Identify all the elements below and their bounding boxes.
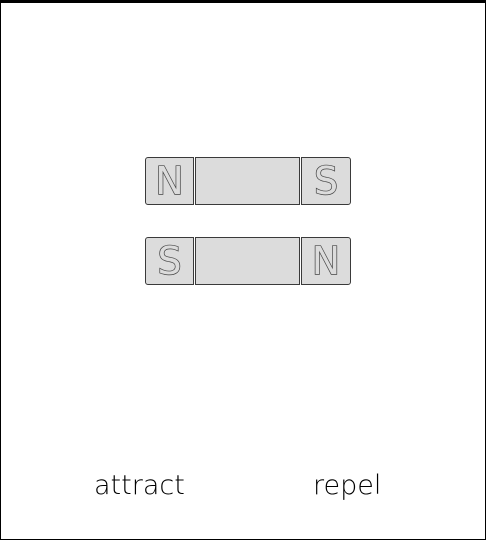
magnet-bottom: S N bbox=[145, 237, 351, 285]
repel-label: repel bbox=[313, 466, 381, 506]
magnet-top: N S bbox=[145, 157, 351, 205]
magnet-top-left-pole: N bbox=[145, 157, 194, 205]
magnet-top-body bbox=[195, 157, 300, 205]
pole-label-n: N bbox=[146, 160, 193, 202]
magnet-bottom-left-pole: S bbox=[145, 237, 194, 285]
top-border bbox=[0, 0, 486, 3]
pole-label-s: S bbox=[302, 160, 350, 202]
magnet-bottom-body bbox=[195, 237, 300, 285]
attract-label: attract bbox=[94, 466, 185, 506]
pole-label-n: N bbox=[302, 240, 350, 282]
magnet-top-right-pole: S bbox=[301, 157, 351, 205]
magnet-bottom-right-pole: N bbox=[301, 237, 351, 285]
pole-label-s: S bbox=[146, 240, 193, 282]
